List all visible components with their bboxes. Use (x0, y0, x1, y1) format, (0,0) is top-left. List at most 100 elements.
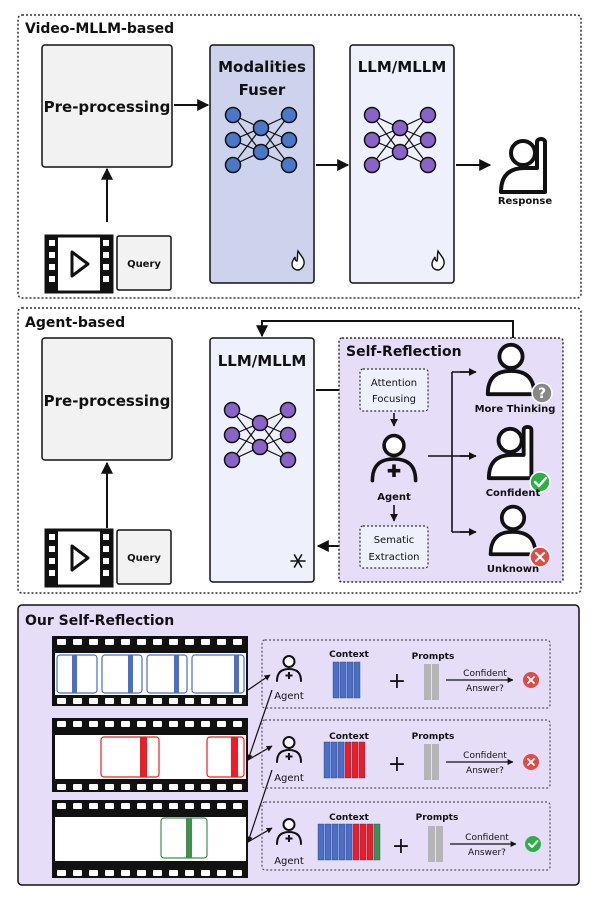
network-node (280, 106, 298, 124)
context-bar (337, 741, 345, 779)
neural-network-purple (223, 401, 297, 469)
semantic-label-line1: Sematic (374, 535, 415, 546)
query-box (116, 235, 172, 291)
section-title: Video-MLLM-based (25, 21, 174, 37)
sprocket-hole (169, 784, 178, 790)
sprocket-hole (217, 698, 226, 704)
sprocket-hole (169, 639, 178, 645)
context-label: Context (329, 732, 369, 742)
sprocket-hole (121, 803, 130, 809)
network-node (363, 106, 381, 124)
query-box (116, 529, 172, 585)
network-node (252, 143, 270, 161)
network-node (391, 119, 409, 137)
video-icon (44, 528, 114, 588)
context-bar (345, 823, 353, 861)
sprocket-hole (201, 639, 210, 645)
network-node (279, 426, 297, 444)
sprocket-hole (137, 870, 146, 876)
self-reflection-label: Self-Reflection (346, 344, 462, 360)
sprocket-hole (105, 784, 114, 790)
sprocket-hole (121, 639, 130, 645)
context-bars (323, 741, 366, 779)
attention-box (359, 368, 429, 412)
section-agent-based: Agent-based Pre-processing Query LLM/MLL… (17, 307, 582, 594)
section-frame (17, 14, 582, 299)
sprocket-hole (153, 870, 162, 876)
confident-label: Confident (486, 488, 541, 499)
unknown-label: Unknown (487, 564, 539, 575)
network-node (279, 401, 297, 419)
row-frame (261, 719, 551, 789)
response-label: Response (498, 196, 553, 207)
connector (246, 689, 273, 761)
confident-label: Confident (463, 669, 507, 679)
fuser-label-line2: Fuser (239, 81, 286, 99)
cross-icon (529, 546, 551, 568)
sprocket-hole (153, 698, 162, 704)
sprocket-hole (137, 803, 146, 809)
cross-icon (523, 672, 539, 688)
llm-label: LLM/MLLM (218, 352, 307, 370)
context-bar (324, 823, 332, 861)
answer-label: Answer? (466, 766, 504, 776)
question-icon: ? (531, 382, 553, 404)
sprocket-hole (201, 784, 210, 790)
film-strip (52, 800, 248, 878)
sprocket-hole (57, 721, 66, 727)
network-node (279, 451, 297, 469)
check-mark (528, 840, 539, 848)
sprocket-hole (57, 784, 66, 790)
agent-label: Agent (377, 492, 411, 503)
sprocket-hole (201, 721, 210, 727)
sprocket-hole (89, 803, 98, 809)
network-node (224, 156, 242, 174)
sprocket-hole (105, 803, 114, 809)
sprocket-hole (89, 721, 98, 727)
network-node (391, 143, 409, 161)
sprocket-hole (89, 639, 98, 645)
connector (247, 674, 271, 691)
network-node (251, 438, 269, 456)
context-bar (346, 661, 354, 699)
query-label: Query (127, 553, 161, 564)
neural-network-blue (224, 106, 298, 174)
sprocket-hole (105, 870, 114, 876)
network-node (419, 106, 437, 124)
section-video-mllm: Video-MLLM-based Pre-processing Query Mo… (17, 14, 582, 299)
prompt-bar (436, 826, 443, 862)
sprocket-hole (57, 698, 66, 704)
sprocket-hole (185, 870, 194, 876)
sprocket-hole (57, 870, 66, 876)
semantic-label-line2: Extraction (368, 552, 419, 563)
sprocket-hole (185, 721, 194, 727)
fuser-label-line1: Modalities (218, 58, 306, 76)
sprocket-hole (73, 784, 82, 790)
sprocket-hole (233, 870, 242, 876)
context-bar (351, 741, 359, 779)
context-bar (344, 741, 352, 779)
plus-sign: + (392, 834, 410, 859)
sprocket-hole (121, 698, 130, 704)
sprocket-hole (233, 803, 242, 809)
plus-sign: + (388, 752, 406, 777)
context-label: Context (329, 813, 369, 823)
cross-mark (527, 758, 535, 766)
section-title: Agent-based (25, 315, 125, 331)
fire-icon (431, 249, 445, 271)
sprocket-hole (73, 803, 82, 809)
network-node (252, 119, 270, 137)
sprocket-hole (89, 784, 98, 790)
sprocket-hole (57, 639, 66, 645)
sprocket-hole (233, 721, 242, 727)
row-frame (261, 639, 551, 709)
film-strip (52, 718, 248, 792)
sprocket-hole (201, 803, 210, 809)
more-thinking-label: More Thinking (475, 404, 556, 415)
sprocket-hole (105, 639, 114, 645)
prompt-bar (432, 744, 439, 780)
sprocket-hole (73, 639, 82, 645)
row-frame (261, 801, 551, 871)
prompt-bar (432, 664, 439, 700)
sprocket-hole (73, 870, 82, 876)
